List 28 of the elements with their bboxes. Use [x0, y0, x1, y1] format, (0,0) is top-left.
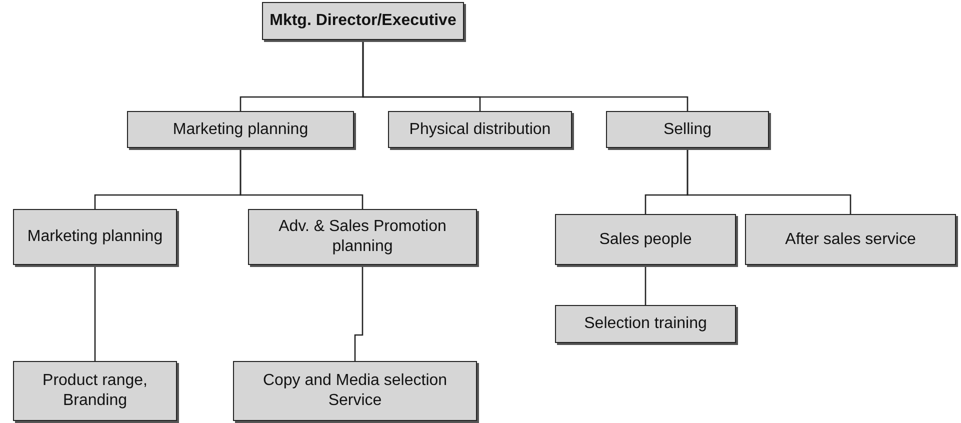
connector-line	[644, 265, 646, 305]
box-label: Mktg. Director/Executive	[268, 11, 458, 31]
org-box	[233, 361, 477, 421]
box-label: Adv. & Sales Promotion planning	[278, 217, 448, 257]
box-label: Physical distribution	[408, 120, 552, 140]
org-box	[262, 2, 464, 40]
box-label: Marketing planning	[172, 120, 310, 140]
connector-line	[354, 265, 364, 361]
connector-line	[362, 40, 688, 111]
org-box	[606, 111, 769, 148]
box-label: Selling	[662, 120, 713, 140]
org-box	[745, 214, 956, 265]
org-box	[13, 361, 177, 421]
org-box	[388, 111, 572, 148]
connector-line	[686, 148, 852, 214]
connector-line	[94, 265, 96, 361]
box-label: Selection training	[583, 314, 708, 334]
org-box	[127, 111, 354, 148]
org-box	[248, 209, 477, 265]
box-label: Marketing planning	[26, 227, 164, 247]
box-label: Sales people	[598, 230, 693, 250]
box-label: Copy and Media selection Service	[262, 371, 448, 411]
box-label: Product range, Branding	[42, 371, 148, 411]
org-box	[555, 214, 736, 265]
box-label: After sales service	[784, 230, 917, 250]
org-box	[13, 209, 177, 265]
connector-line	[240, 148, 364, 209]
org-box	[555, 305, 736, 343]
